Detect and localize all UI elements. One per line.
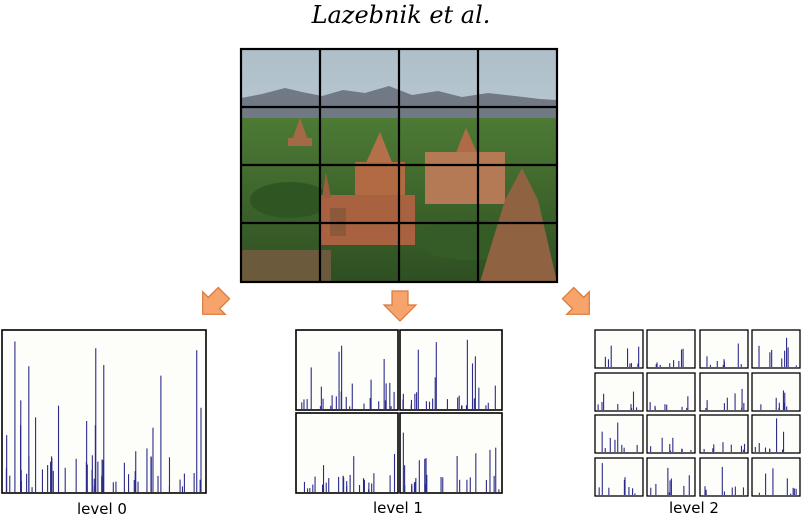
photo-temples: [288, 118, 557, 282]
level-2-histogram-cell: [751, 372, 801, 412]
histogram-frame: [295, 329, 399, 411]
histogram-frame: [751, 372, 801, 412]
level-1-histogram-cell: [295, 329, 399, 411]
level-2-histogram-cell: [646, 457, 696, 497]
photo: [239, 47, 559, 284]
histogram-frame: [751, 414, 801, 454]
level-2-histogram-cell: [646, 329, 696, 369]
histogram-frame: [751, 457, 801, 497]
histogram-frame: [699, 414, 749, 454]
down-arrow-icon: [561, 286, 590, 315]
histogram-frame: [399, 329, 503, 411]
histogram-frame: [594, 457, 644, 497]
level-1-histogram-cell: [399, 412, 503, 494]
level-0-label: level 0: [77, 500, 127, 518]
histogram-frame: [594, 414, 644, 454]
histogram-frame: [751, 329, 801, 369]
photo-grid: [239, 47, 559, 284]
photo-field: [241, 250, 331, 282]
histogram-frame: [699, 457, 749, 497]
histogram-frame: [646, 329, 696, 369]
histogram-frame: [594, 329, 644, 369]
paper-header: Lazebnik et al.: [311, 1, 491, 29]
histogram-frame: [646, 414, 696, 454]
level-2-histogram-cell: [699, 329, 749, 369]
level-1-label: level 1: [373, 499, 423, 517]
histogram-frame: [594, 372, 644, 412]
down-arrow-icon: [202, 286, 231, 315]
level-2-histogram-cell: [646, 372, 696, 412]
level-2-histogram-cell: [751, 414, 801, 454]
level-2-histogram-cell: [699, 457, 749, 497]
level-2-histogram-cell: [646, 414, 696, 454]
level-1-histogram-cell: [399, 329, 503, 411]
histogram-frame: [646, 372, 696, 412]
level-2-histogram-cell: [594, 414, 644, 454]
level-2-histogram-cell: [751, 329, 801, 369]
level-2-histogram-cell: [699, 372, 749, 412]
level-2-histogram-cell: [594, 329, 644, 369]
level-0-histogram: [1, 329, 207, 494]
arrows: [202, 286, 590, 322]
level-2-histogram-cell: [751, 457, 801, 497]
down-arrow-icon: [382, 290, 418, 322]
histogram-frame: [295, 412, 399, 494]
level-2-histogram-cell: [594, 457, 644, 497]
histograms: [1, 329, 801, 497]
level-2-histogram-cell: [699, 414, 749, 454]
level-1-histogram-cell: [295, 412, 399, 494]
level-2-histogram-cell: [594, 372, 644, 412]
level-2-label: level 2: [669, 499, 719, 517]
histogram-frame: [399, 412, 503, 494]
